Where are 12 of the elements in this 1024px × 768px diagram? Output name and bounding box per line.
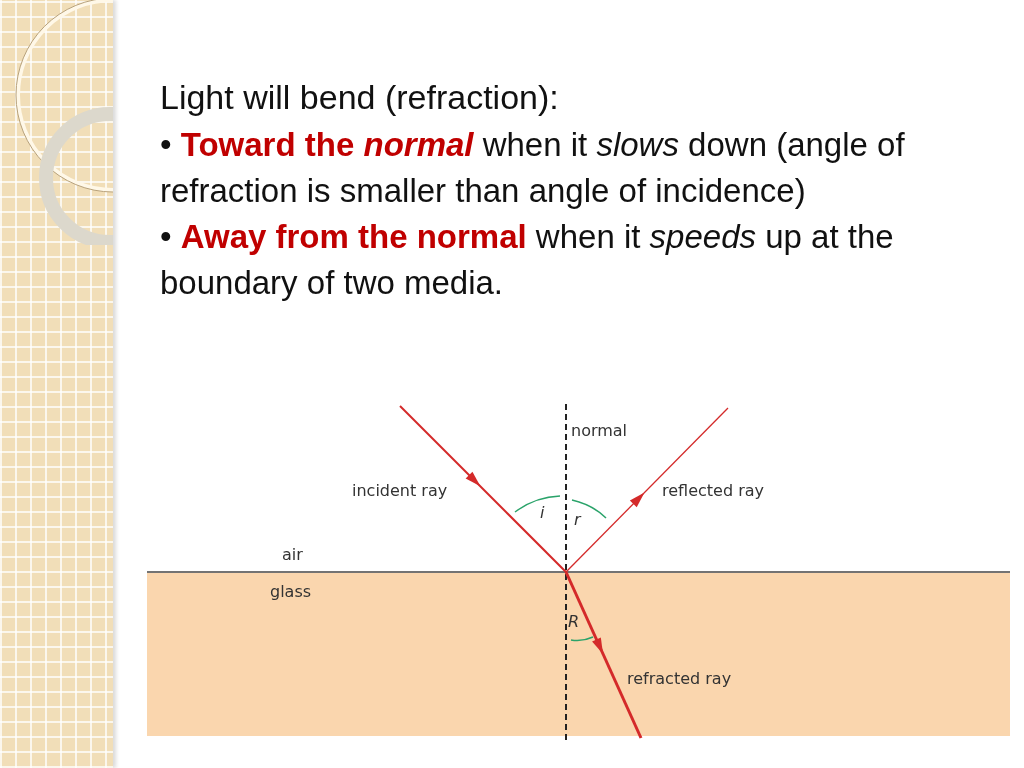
text-label: air — [282, 545, 303, 564]
bullet-text: • Toward the normal when it slows down (angle of refraction is smaller than angle of incidence) — [160, 126, 905, 209]
text-label: refracted ray — [627, 669, 732, 688]
angle-label: i — [540, 503, 545, 522]
angle-label: R — [568, 612, 580, 631]
heading: Light will bend (refraction): — [160, 77, 560, 118]
angle-label: r — [574, 510, 581, 529]
text-label: glass — [270, 582, 312, 601]
bullet-text: • Away from the normal when it speeds up at the boundary of two media. — [160, 218, 894, 301]
text-label: normal — [571, 421, 628, 440]
text-label: incident ray — [352, 481, 448, 500]
text-label: reflected ray — [662, 481, 764, 500]
